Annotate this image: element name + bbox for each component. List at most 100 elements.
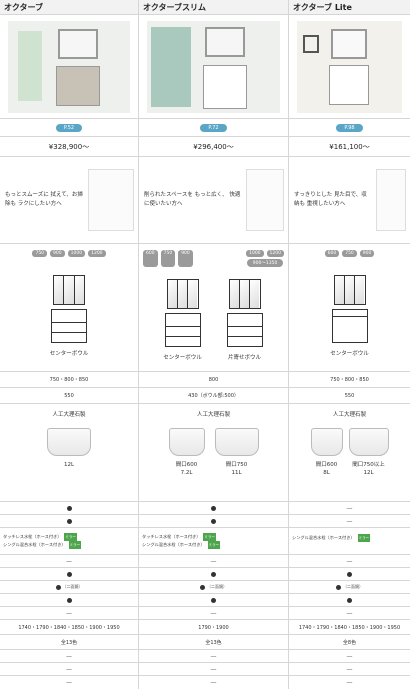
feature-text: 削られたスペースを もっと広く、 快適に使いたい方へ <box>144 192 241 207</box>
row-h: — <box>0 650 138 663</box>
row-i: — <box>139 663 288 676</box>
cabinet-drawing <box>163 279 203 349</box>
usage-illustration <box>88 169 134 231</box>
basin-row: 人工大理石製 間口600 7.2L 間口750 11L <box>139 404 288 502</box>
width-chip: 1200 <box>266 250 284 257</box>
row-a: — <box>289 502 410 515</box>
basin-row: 人工大理石製 12L <box>0 404 138 502</box>
page-ref-badge[interactable]: P.98 <box>336 123 363 132</box>
price: ¥296,400〜 <box>139 137 288 157</box>
cabinet-drawing <box>225 279 265 349</box>
cabinet-drawing <box>330 275 370 345</box>
width-chip: 900 <box>178 250 193 267</box>
row-g: — <box>139 607 288 620</box>
height-row: 750・800・850 <box>0 372 138 388</box>
product-photo <box>0 15 138 119</box>
usage-illustration <box>246 169 284 231</box>
faucet-options: シングル混合水栓（ホース付き）ミラー <box>289 528 410 555</box>
width-chip: 600 <box>324 250 340 257</box>
row-g: — <box>0 607 138 620</box>
width-chip: 600 <box>143 250 158 267</box>
width-chip: 750 <box>160 250 176 267</box>
feature-text: すっきりとした 見た目で、収納も 重視したい方へ <box>294 192 367 207</box>
column-octave-slim: オクターブスリム P.72 ¥296,400〜 削られたスペースを もっと広く、… <box>139 0 289 689</box>
height-row: 800 <box>139 372 288 388</box>
width-options: 750 900 1000 1200 センターボウル <box>0 244 138 372</box>
row-h: — <box>289 650 410 663</box>
option-tag: ミラー <box>64 533 77 541</box>
column-title: オクターブ <box>0 0 138 15</box>
row-d <box>139 568 288 581</box>
column-octave: オクターブ P.52 ¥328,900〜 もっとスムーズに 拭えて、お掃除も ラ… <box>0 0 139 689</box>
available-dot <box>211 505 216 511</box>
variant-label: センターボウル <box>330 351 369 357</box>
cabinet-drawing <box>49 275 89 345</box>
height-row: 750・800・850 <box>289 372 410 388</box>
row-d <box>289 568 410 581</box>
row-f <box>139 594 288 607</box>
row-b <box>0 515 138 528</box>
row-a <box>139 502 288 515</box>
row-h: — <box>139 650 288 663</box>
row-e: （二面鏡） <box>289 581 410 594</box>
width-chip: 1000 <box>246 250 264 257</box>
available-dot <box>66 518 72 524</box>
available-dot <box>66 597 72 603</box>
available-dot <box>211 518 216 524</box>
total-height-row: 1740・1790・1840・1850・1900・1950 <box>0 620 138 635</box>
basin-material: 人工大理石製 <box>52 412 86 418</box>
basin-material: 人工大理石製 <box>332 412 366 418</box>
available-dot <box>211 597 216 603</box>
available-dot <box>55 584 61 590</box>
option-tag: ミラー <box>357 534 371 542</box>
available-dot <box>66 571 72 577</box>
width-options: 600 750 900 1000 1200 900〜1350 <box>139 244 288 372</box>
available-dot <box>211 571 216 577</box>
colors-row: 全8色 <box>289 635 410 650</box>
row-f <box>0 594 138 607</box>
row-e: （二面鏡） <box>0 581 138 594</box>
row-j: — <box>346 679 353 686</box>
row-b <box>139 515 288 528</box>
width-chip: 900 <box>50 250 65 257</box>
basin-drawing <box>348 428 389 456</box>
depth-row: 550 <box>289 388 410 404</box>
available-dot <box>200 584 205 590</box>
row-j: — <box>210 679 217 686</box>
row-g: — <box>289 607 410 620</box>
width-chip: 750 <box>32 250 48 257</box>
total-height-row: 1740・1790・1840・1850・1900・1950 <box>289 620 410 635</box>
page-ref-badge[interactable]: P.52 <box>55 123 83 132</box>
variant-label: センターボウル <box>49 351 89 357</box>
column-octave-lite: オクターブ Lite P.98 ¥161,100〜 すっきりとした 見た目で、収… <box>289 0 410 689</box>
faucet-options: タッチレス水栓（ホース付き）ミラー シングル混合水栓（ホース付き）ミラー <box>139 528 288 555</box>
feature-text: もっとスムーズに 拭えて、お掃除も ラクにしたい方へ <box>5 192 83 207</box>
width-options: 600 750 900 センターボウル <box>289 244 410 372</box>
available-dot <box>347 571 352 577</box>
row-e: （二面鏡） <box>139 581 288 594</box>
basin-row: 人工大理石製 間口600 8L 間口750以上 12L <box>289 404 410 502</box>
basin-material: 人工大理石製 <box>196 412 230 418</box>
variant-label: センターボウル <box>163 355 202 361</box>
available-dot <box>336 584 341 590</box>
option-tag: ミラー <box>68 541 82 549</box>
row-c: — <box>0 555 138 568</box>
width-range: 900〜1350 <box>246 259 284 267</box>
column-title: オクターブ Lite <box>289 0 410 15</box>
row-i: — <box>289 663 410 676</box>
row-d <box>0 568 138 581</box>
feature-row: すっきりとした 見た目で、収納も 重視したい方へ <box>289 157 410 244</box>
row-j: — <box>66 679 72 686</box>
feature-row: もっとスムーズに 拭えて、お掃除も ラクにしたい方へ <box>0 157 138 244</box>
price: ¥161,100〜 <box>289 137 410 157</box>
row-c: — <box>289 555 410 568</box>
basin-drawing <box>214 428 259 456</box>
depth-row: 430（ボウル部:500） <box>139 388 288 404</box>
colors-row: 全13色 <box>0 635 138 650</box>
product-photo <box>139 15 288 119</box>
row-b: — <box>289 515 410 528</box>
basin-drawing <box>168 428 205 456</box>
page-ref-badge[interactable]: P.72 <box>200 123 227 132</box>
price: ¥328,900〜 <box>0 137 138 157</box>
